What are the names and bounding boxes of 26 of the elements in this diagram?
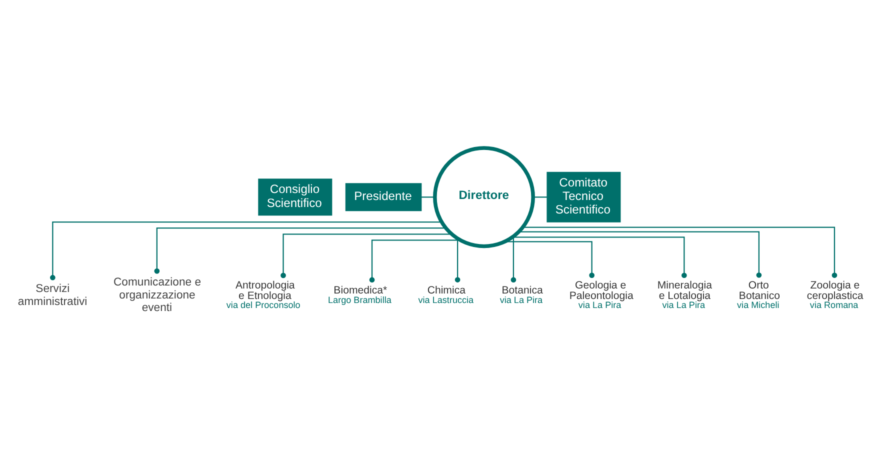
node-text: Comunicazione e organizzazione eventi xyxy=(113,276,202,314)
connector xyxy=(422,196,435,198)
node-box: Presidente xyxy=(345,183,422,212)
node-box: Consiglio Scientifico xyxy=(258,178,332,216)
connector xyxy=(518,231,762,278)
connector xyxy=(369,240,460,283)
node-text: Antropologia e Etnologia via del Proconsolo xyxy=(226,279,300,310)
connector xyxy=(50,221,442,280)
connector xyxy=(522,226,838,278)
connector xyxy=(510,236,516,283)
node-text: Orto Botanico via Micheli xyxy=(737,279,780,310)
node-circle: Direttore xyxy=(433,146,535,248)
node-text: Mineralogia e Lotalogia via La Pira xyxy=(657,279,712,310)
node-text: Chimica via Lastruccia xyxy=(418,284,474,305)
node-text: Geologia e Paleontologia via La Pira xyxy=(569,279,634,310)
connector xyxy=(454,238,460,282)
connector xyxy=(280,234,452,278)
connector xyxy=(504,241,595,278)
connector xyxy=(512,236,687,278)
connector xyxy=(533,196,547,198)
node-box: Comitato Tecnico Scientifico xyxy=(546,172,621,222)
node-text: Zoologia e ceroplastica via Romana xyxy=(806,279,864,310)
node-text: Biomedica* Largo Brambilla xyxy=(328,284,392,305)
node-text: Botanica via La Pira xyxy=(500,284,543,305)
connector xyxy=(154,228,446,274)
node-text: Servizi amministrativi xyxy=(18,282,88,308)
